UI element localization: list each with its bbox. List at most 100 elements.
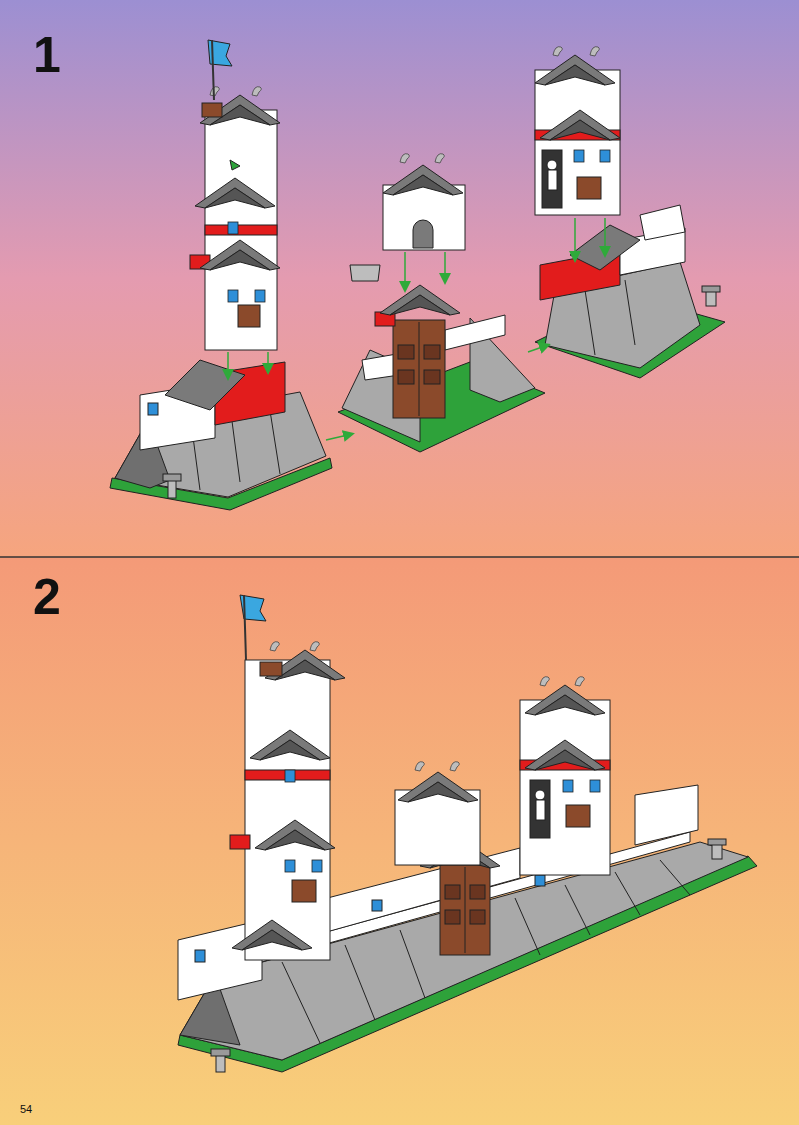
left-tower-part [205, 225, 277, 235]
left-tower-part [212, 40, 214, 100]
assembly-arrows-part [604, 218, 606, 255]
gate-section [338, 154, 545, 452]
castle-assembled-part [282, 962, 320, 1043]
castle-assembled-part [285, 860, 295, 872]
castle-assembled-part [232, 920, 312, 950]
castle-assembled-part [450, 762, 459, 771]
castle-assembled-part [535, 875, 545, 886]
right-wall-section-part [535, 70, 620, 215]
left-wall-section-part [168, 480, 176, 498]
castle-assembled-part [635, 785, 698, 845]
page-number: 54 [20, 1104, 32, 1115]
castle-assembled-part [312, 860, 322, 872]
right-wall-section-part [590, 47, 599, 56]
castle-assembled-part [345, 945, 375, 1020]
castle-assembled-part [565, 885, 590, 935]
castle-assembled-part [563, 780, 573, 792]
castle-assembled-part [540, 677, 549, 686]
castle-assembled-part [270, 642, 279, 651]
right-wall-section-part [542, 150, 562, 208]
castle-assembled-part [566, 805, 590, 827]
right-wall-section-part [553, 47, 562, 56]
right-wall-section-part [702, 286, 720, 292]
right-wall-section-part [548, 170, 557, 190]
assembly-arrows-part [528, 345, 548, 352]
castle-assembled-part [535, 790, 545, 800]
left-wall-section [110, 360, 332, 510]
castle-assembled [178, 595, 757, 1072]
assembly-arrows-part [404, 252, 406, 290]
background-part [0, 556, 799, 558]
background-part [0, 557, 799, 1125]
castle-assembled-part [195, 950, 205, 962]
castle-assembled-part [530, 780, 550, 838]
left-tower-part [202, 103, 222, 117]
castle-assembled-part [211, 1049, 230, 1056]
gate-section-part [380, 285, 460, 315]
right-wall-section-part [547, 160, 557, 170]
left-tower [190, 40, 280, 350]
gate-section-part [350, 265, 380, 281]
right-wall-section-part [585, 290, 595, 355]
left-tower-part [252, 87, 261, 96]
castle-assembled-part [615, 872, 640, 915]
assembly-arrows-part [444, 252, 446, 282]
right-wall-section [535, 47, 725, 378]
castle-assembled-part [515, 898, 540, 955]
gate-section-part [393, 320, 445, 418]
right-wall-section-part [574, 150, 584, 162]
right-wall-section-part [540, 110, 620, 140]
castle-assembled-part [470, 910, 485, 924]
castle-assembled-part [445, 910, 460, 924]
castle-assembled-part [250, 730, 330, 760]
castle-assembled-part [465, 867, 466, 953]
castle-assembled-part [255, 820, 335, 850]
left-tower-part [230, 160, 240, 170]
castle-assembled-part [660, 860, 690, 895]
castle-assembled-part [244, 595, 246, 660]
castle-assembled-part [372, 900, 382, 911]
castle-assembled-part [525, 685, 605, 715]
castle-assembled-part [525, 740, 605, 770]
castle-assembled-part [292, 880, 316, 902]
step-number: 1 [33, 30, 61, 80]
castle-assembled-part [260, 662, 282, 676]
right-wall-section-part [600, 150, 610, 162]
assembly-arrows-part [227, 352, 229, 378]
right-wall-section-part [577, 177, 601, 199]
left-wall-section-part [163, 474, 181, 481]
right-wall-section-part [535, 55, 615, 85]
castle-assembled-part [445, 885, 460, 899]
left-wall-section-part [165, 360, 245, 410]
castle-assembled-part [216, 1055, 225, 1072]
left-tower-part [255, 290, 265, 302]
castle-assembled-part [536, 800, 545, 820]
left-tower-part [238, 305, 260, 327]
gate-section-part [424, 345, 440, 359]
castle-assembled-part [440, 865, 490, 955]
gate-section-part [398, 370, 414, 384]
gate-section-part [413, 220, 433, 248]
castle-assembled-part [310, 642, 319, 651]
left-tower-part [228, 290, 238, 302]
castle-assembled-part [708, 839, 726, 845]
left-tower-part [228, 222, 238, 234]
gate-section-part [445, 315, 505, 350]
assembly-arrows-part [267, 352, 269, 372]
left-tower-part [200, 95, 280, 125]
right-wall-section-part [625, 280, 635, 345]
gate-section-part [398, 345, 414, 359]
assembly-arrows-part [326, 434, 352, 440]
castle-assembled-part [398, 772, 478, 802]
castle-assembled-part [285, 770, 295, 782]
gate-section-part [419, 322, 420, 416]
assembly-arrows [228, 218, 605, 440]
castle-assembled-part [520, 700, 610, 875]
gate-section-part [424, 370, 440, 384]
left-tower-part [205, 110, 277, 350]
castle-assembled-part [575, 677, 584, 686]
castle-assembled-part [415, 762, 424, 771]
left-tower-part [195, 178, 275, 208]
